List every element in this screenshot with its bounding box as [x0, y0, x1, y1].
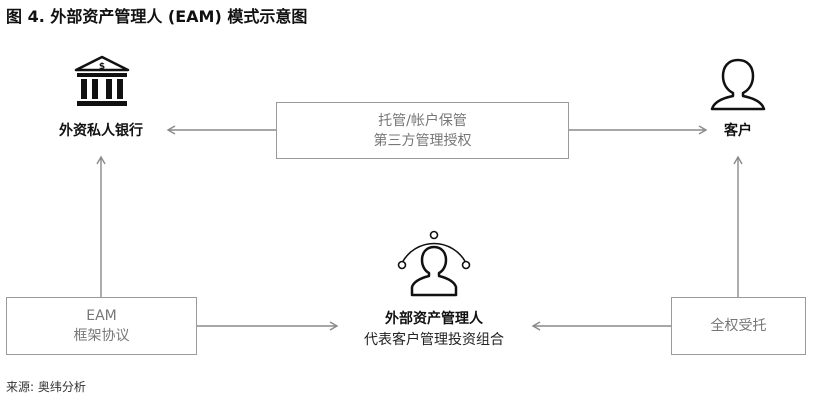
custody-line1: 托管/帐户保管: [378, 112, 467, 129]
source-note: 来源: 奥纬分析: [6, 380, 86, 394]
agreement-line1: EAM: [86, 308, 117, 324]
eam-sublabel: 代表客户管理投资组合: [364, 332, 504, 348]
eam-label: 外部资产管理人: [385, 311, 483, 327]
agreement-box: EAM 框架协议: [6, 297, 197, 355]
bank-label: 外资私人银行: [59, 123, 143, 139]
agreement-line2: 框架协议: [73, 328, 130, 344]
figure-title: 图 4. 外部资产管理人 (EAM) 模式示意图: [6, 7, 308, 26]
person-icon: [710, 58, 766, 111]
mandate-line1: 全权受托: [710, 318, 767, 334]
bank-icon: $: [74, 55, 130, 106]
client-label: 客户: [724, 123, 752, 139]
manager-network-icon: [397, 230, 471, 297]
custody-box: 托管/帐户保管 第三方管理授权: [276, 102, 569, 159]
mandate-box: 全权受托: [671, 297, 806, 355]
custody-line2: 第三方管理授权: [373, 132, 472, 149]
svg-text:$: $: [99, 62, 105, 72]
